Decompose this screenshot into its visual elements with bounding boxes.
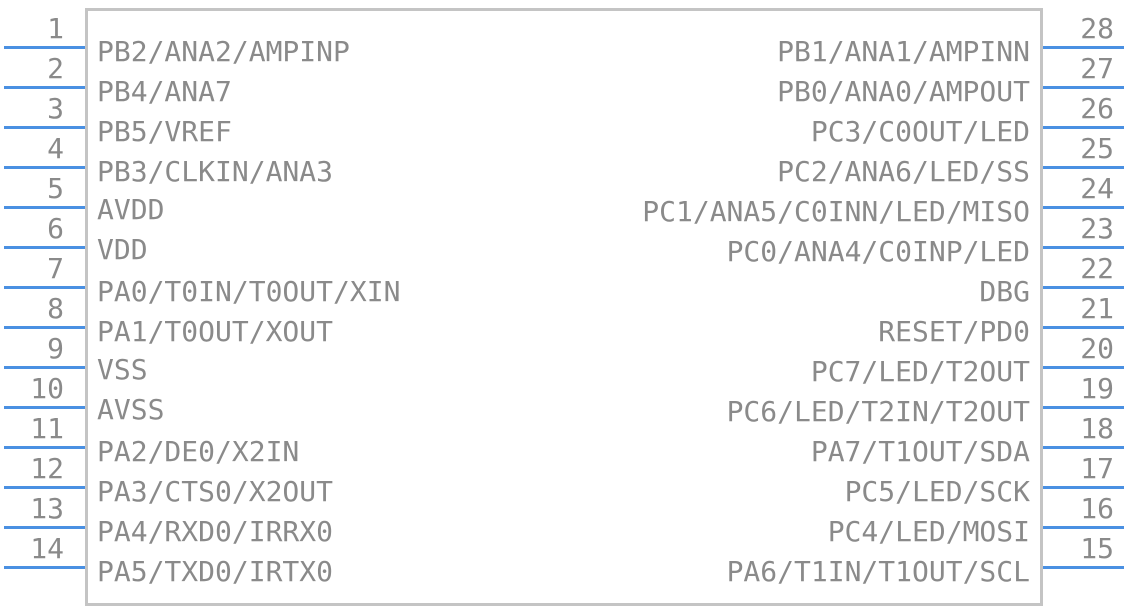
pin-line-left	[4, 126, 85, 129]
pin-number: 18	[1080, 412, 1114, 445]
pin-line-left	[4, 486, 85, 489]
pin-line-left	[4, 86, 85, 89]
pin-number: 20	[1080, 332, 1114, 365]
pin-label: PB0/ANA0/AMPOUT	[777, 75, 1030, 108]
pin-number: 16	[1080, 492, 1114, 525]
pin-number: 27	[1080, 52, 1114, 85]
pin-label: PB5/VREF	[97, 115, 232, 148]
pin-label: PA7/T1OUT/SDA	[810, 435, 1030, 468]
pin-number: 6	[47, 212, 64, 245]
pin-number: 28	[1080, 12, 1114, 45]
pin-label: PC5/LED/SCK	[844, 475, 1030, 508]
pin-label: PC1/ANA5/C0INN/LED/MISO	[642, 195, 1030, 228]
pin-label: PC6/LED/T2IN/T2OUT	[726, 395, 1030, 428]
pin-line-right	[1043, 566, 1124, 569]
pin-label: PA6/T1IN/T1OUT/SCL	[726, 555, 1030, 588]
pin-label: PB2/ANA2/AMPINP	[97, 35, 350, 68]
pin-line-right	[1043, 366, 1124, 369]
pin-line-left	[4, 566, 85, 569]
pin-label: AVSS	[97, 393, 165, 426]
pin-number: 10	[30, 372, 64, 405]
pin-number: 2	[47, 52, 64, 85]
pin-label: PB4/ANA7	[97, 75, 232, 108]
pin-line-left	[4, 406, 85, 409]
pin-label: PC7/LED/T2OUT	[810, 355, 1030, 388]
pin-label: RESET/PD0	[878, 315, 1030, 348]
pin-label: DBG	[979, 275, 1030, 308]
pin-line-left	[4, 206, 85, 209]
pin-number: 17	[1080, 452, 1114, 485]
pin-label: PB3/CLKIN/ANA3	[97, 155, 334, 188]
pin-line-right	[1043, 86, 1124, 89]
pin-number: 4	[47, 132, 64, 165]
pin-number: 8	[47, 292, 64, 325]
pin-line-right	[1043, 406, 1124, 409]
pin-label: PA2/DE0/X2IN	[97, 435, 300, 468]
pin-line-right	[1043, 246, 1124, 249]
pin-number: 23	[1080, 212, 1114, 245]
pin-label: PA3/CTS0/X2OUT	[97, 475, 334, 508]
pin-label: PC2/ANA6/LED/SS	[777, 155, 1030, 188]
pin-label: PA1/T0OUT/XOUT	[97, 315, 334, 348]
pin-number: 19	[1080, 372, 1114, 405]
pin-number: 25	[1080, 132, 1114, 165]
pin-line-right	[1043, 526, 1124, 529]
pin-number: 14	[30, 532, 64, 565]
pin-number: 22	[1080, 252, 1114, 285]
pin-line-left	[4, 46, 85, 49]
pin-label: VSS	[97, 353, 148, 386]
pin-line-left	[4, 366, 85, 369]
pin-number: 26	[1080, 92, 1114, 125]
pin-number: 7	[47, 252, 64, 285]
pin-line-right	[1043, 166, 1124, 169]
pin-line-left	[4, 446, 85, 449]
pin-line-left	[4, 286, 85, 289]
pin-number: 13	[30, 492, 64, 525]
pin-number: 24	[1080, 172, 1114, 205]
pin-line-right	[1043, 126, 1124, 129]
pin-number: 9	[47, 332, 64, 365]
pin-number: 15	[1080, 532, 1114, 565]
pin-number: 11	[30, 412, 64, 445]
pin-line-right	[1043, 326, 1124, 329]
pin-number: 1	[47, 12, 64, 45]
pin-label: PC4/LED/MOSI	[827, 515, 1030, 548]
pin-line-right	[1043, 446, 1124, 449]
pin-line-right	[1043, 286, 1124, 289]
pin-label: PA0/T0IN/T0OUT/XIN	[97, 275, 401, 308]
pin-label: PA5/TXD0/IRTX0	[97, 555, 334, 588]
pin-number: 12	[30, 452, 64, 485]
pin-line-left	[4, 526, 85, 529]
pin-label: AVDD	[97, 193, 165, 226]
pin-number: 5	[47, 172, 64, 205]
pin-label: PB1/ANA1/AMPINN	[777, 35, 1030, 68]
pin-line-left	[4, 246, 85, 249]
pin-line-right	[1043, 206, 1124, 209]
pin-label: PA4/RXD0/IRRX0	[97, 515, 334, 548]
pin-label: PC0/ANA4/C0INP/LED	[726, 235, 1030, 268]
pin-number: 3	[47, 92, 64, 125]
pin-number: 21	[1080, 292, 1114, 325]
pin-line-right	[1043, 46, 1124, 49]
pin-line-left	[4, 326, 85, 329]
chip-body	[85, 8, 1043, 606]
pin-label: PC3/C0OUT/LED	[810, 115, 1030, 148]
pin-line-right	[1043, 486, 1124, 489]
pin-label: VDD	[97, 233, 148, 266]
pin-line-left	[4, 166, 85, 169]
